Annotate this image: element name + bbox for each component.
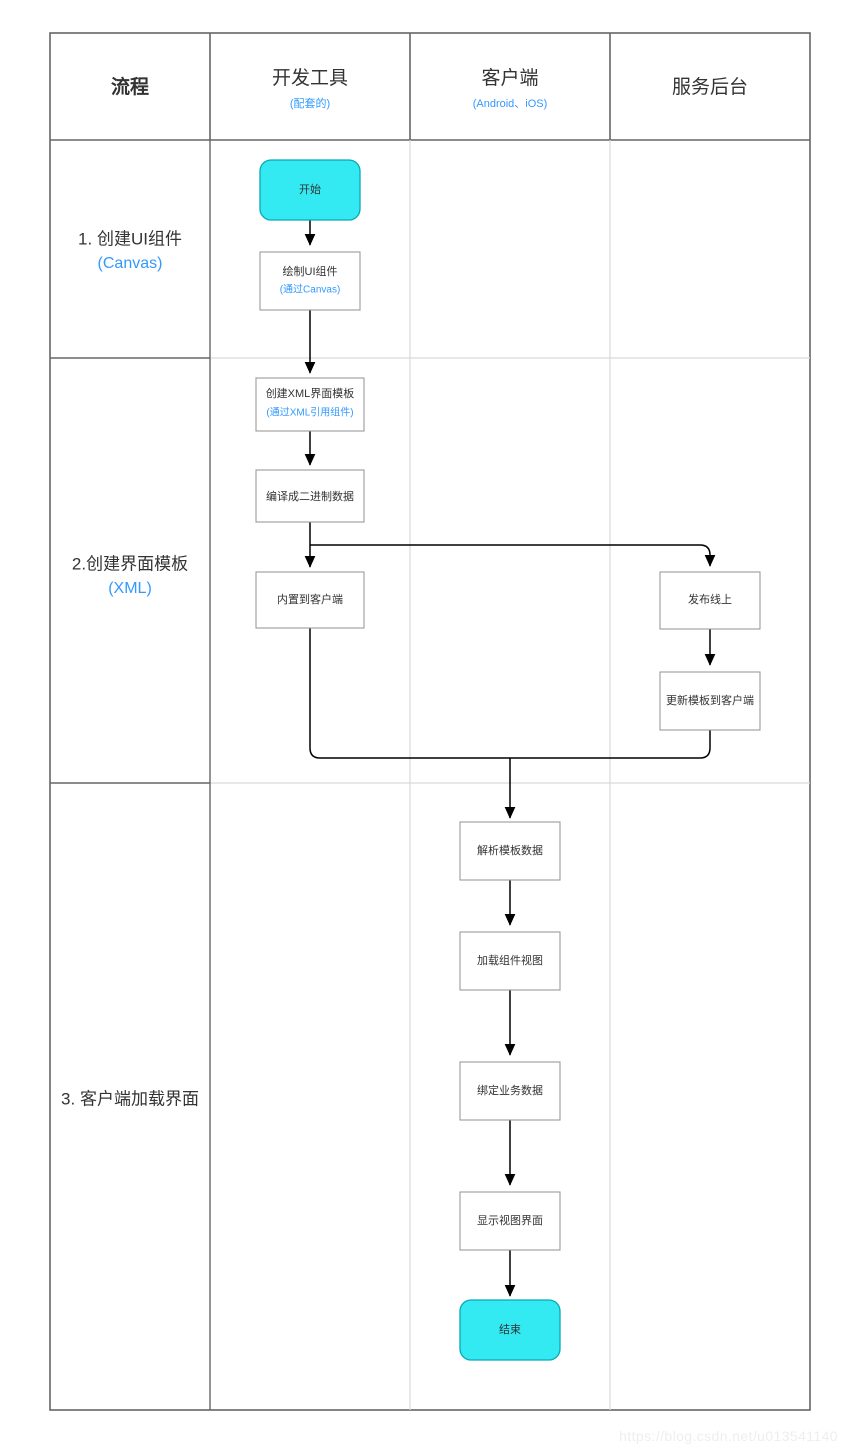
node-bind-data[interactable]: 绑定业务数据 bbox=[459, 1061, 561, 1121]
node-publish-online[interactable]: 发布线上 bbox=[659, 571, 761, 630]
watermark-text: https://blog.csdn.net/u013541140 bbox=[619, 1428, 838, 1444]
node-create-xml-sublabel: (通过XML引用组件) bbox=[266, 406, 353, 419]
stage-3-label: 3. 客户端加载界面 bbox=[61, 1089, 199, 1108]
stage-label-cell-3: 3. 客户端加载界面 bbox=[61, 1089, 199, 1108]
node-show-view-label: 显示视图界面 bbox=[477, 1213, 543, 1227]
connector-compile-to-publish bbox=[310, 544, 716, 567]
node-start-label: 开始 bbox=[299, 182, 321, 196]
column-header-devtools-sub: (配套的) bbox=[290, 96, 330, 110]
stage-1-sublabel: (Canvas) bbox=[98, 255, 163, 272]
stage-2-sublabel: (XML) bbox=[108, 580, 152, 597]
node-publish-online-label: 发布线上 bbox=[688, 592, 732, 606]
node-create-xml-label: 创建XML界面模板 bbox=[266, 386, 355, 400]
column-header-devtools: 开发工具 bbox=[272, 67, 348, 89]
column-header-process: 流程 bbox=[111, 75, 149, 98]
stage-label-cell-1: 1. 创建UI组件 (Canvas) bbox=[78, 229, 182, 272]
node-end-label: 结束 bbox=[499, 1323, 521, 1336]
connectors bbox=[304, 220, 716, 1297]
node-update-template[interactable]: 更新模板到客户端 bbox=[659, 671, 761, 731]
node-start[interactable]: 开始 bbox=[259, 159, 361, 221]
node-compile-bin[interactable]: 编译成二进制数据 bbox=[255, 469, 365, 523]
table-header-row: 流程 开发工具 (配套的) 客户端 (Android、iOS) 服务后台 bbox=[111, 67, 748, 110]
node-create-xml[interactable]: 创建XML界面模板 (通过XML引用组件) bbox=[255, 377, 365, 432]
node-show-view[interactable]: 显示视图界面 bbox=[459, 1191, 561, 1251]
node-parse-template-label: 解析模板数据 bbox=[477, 843, 543, 857]
column-header-client-sub: (Android、iOS) bbox=[473, 98, 548, 110]
stage-2-label: 2.创建界面模板 bbox=[72, 554, 188, 573]
node-end[interactable]: 结束 bbox=[459, 1299, 561, 1361]
node-load-view-label: 加载组件视图 bbox=[477, 953, 543, 967]
node-compile-bin-label: 编译成二进制数据 bbox=[266, 489, 354, 503]
node-parse-template[interactable]: 解析模板数据 bbox=[459, 821, 561, 881]
stage-1-label: 1. 创建UI组件 bbox=[78, 229, 182, 248]
column-header-client: 客户端 bbox=[481, 67, 538, 89]
node-update-template-label: 更新模板到客户端 bbox=[666, 693, 754, 707]
node-builtin-client[interactable]: 内置到客户端 bbox=[255, 571, 365, 629]
node-builtin-client-label: 内置到客户端 bbox=[277, 592, 343, 606]
column-header-server: 服务后台 bbox=[672, 76, 748, 98]
node-draw-ui[interactable]: 绘制UI组件 (通过Canvas) bbox=[259, 251, 361, 311]
node-bind-data-label: 绑定业务数据 bbox=[477, 1083, 543, 1097]
node-draw-ui-sublabel: (通过Canvas) bbox=[280, 283, 341, 296]
connector-builtin-to-merge bbox=[309, 628, 510, 759]
node-draw-ui-label: 绘制UI组件 bbox=[283, 264, 338, 278]
stage-label-cell-2: 2.创建界面模板 (XML) bbox=[72, 554, 188, 597]
node-load-view[interactable]: 加载组件视图 bbox=[459, 931, 561, 991]
connector-update-to-merge bbox=[510, 730, 711, 759]
